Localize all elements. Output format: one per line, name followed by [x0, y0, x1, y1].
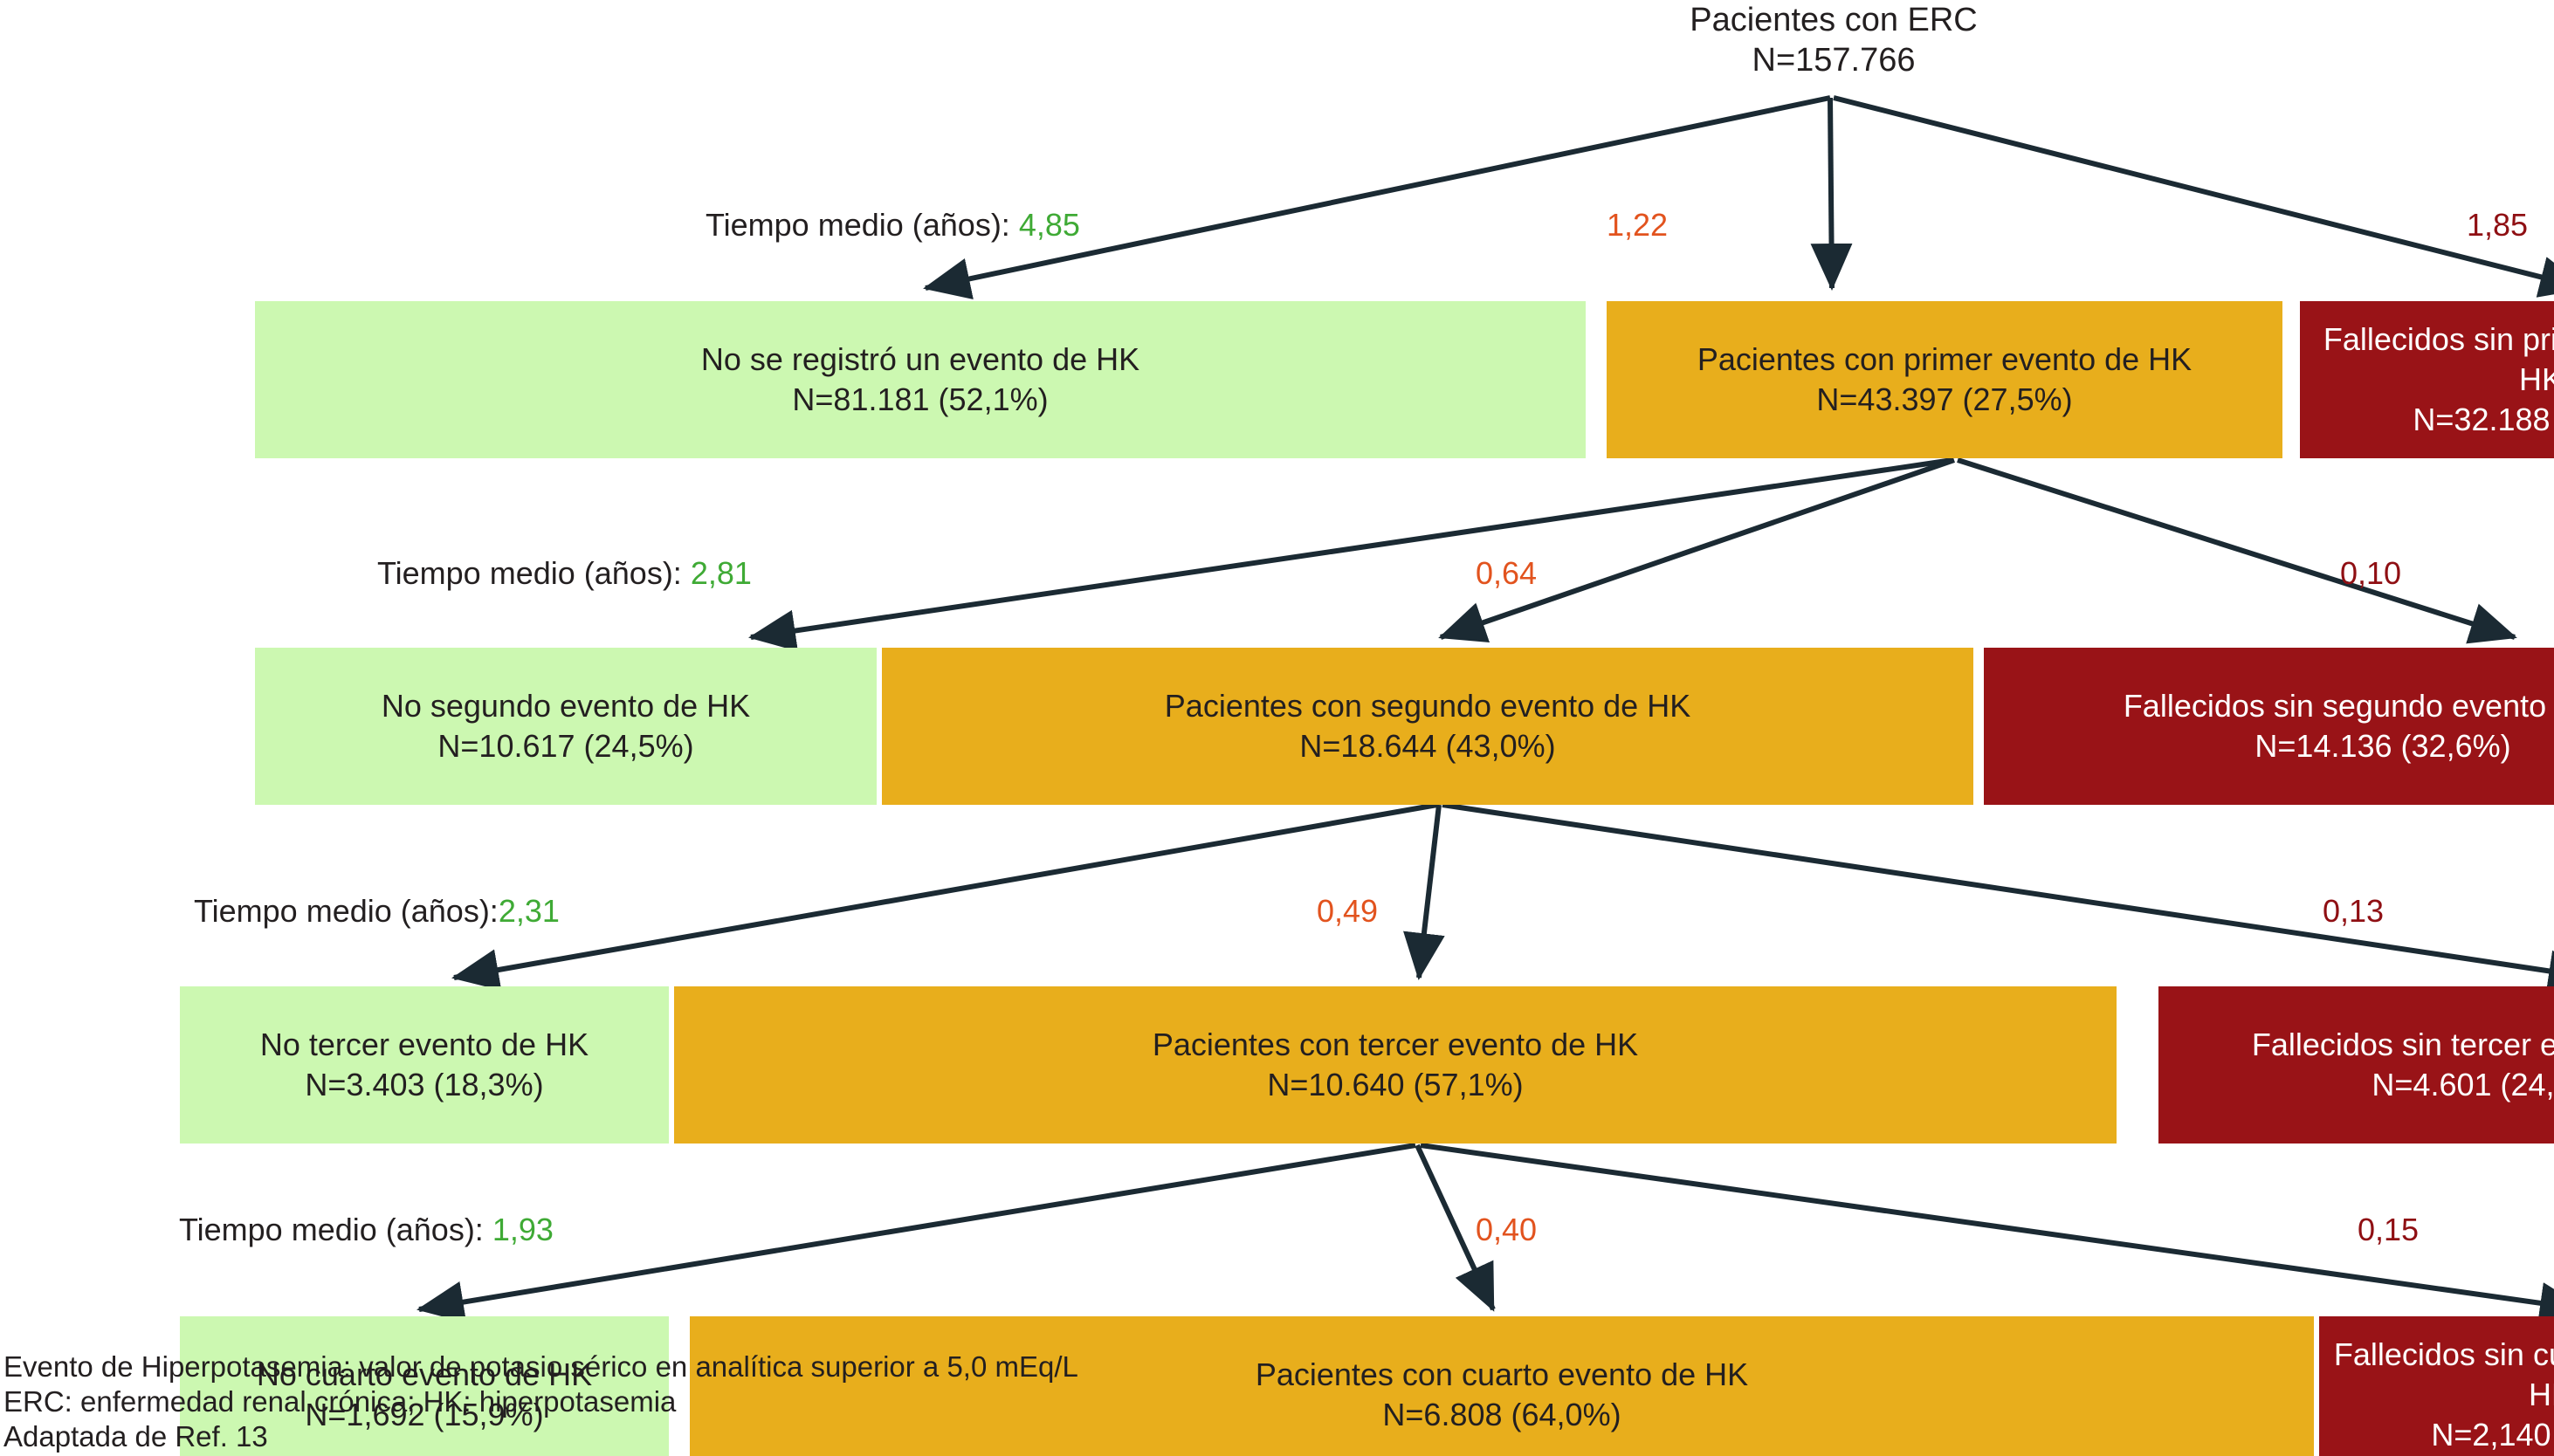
node-stat: N=2,140 (20,1%): [2431, 1417, 2554, 1453]
node-title: Pacientes con cuarto evento de HK: [1255, 1356, 1749, 1392]
edge-label-orange-level3: 0,49: [1317, 893, 1379, 929]
edge-label-prefix: Tiempo medio (años):: [377, 555, 691, 591]
edge-label-orange-level2: 0,64: [1476, 555, 1538, 591]
node-title: No cuarto evento de HK: [256, 1356, 593, 1392]
edge-label-red-level2: 0,10: [2340, 555, 2402, 591]
edge-label-value: 2,81: [690, 555, 752, 591]
node-title: No se registró un evento de HK: [700, 341, 1140, 377]
edge-label-time-level3: Tiempo medio (años):2,31: [194, 893, 560, 930]
node-level1-no-event[interactable]: No se registró un evento de HK N=81.181 …: [255, 301, 1586, 458]
edge-root-to-orange: [1810, 97, 1853, 291]
node-title: No segundo evento de HK: [381, 688, 751, 724]
node-level3-no-event[interactable]: No tercer evento de HK N=3.403 (18,3%): [180, 986, 669, 1144]
node-title: Fallecidos sin segundo evento de HK: [2123, 688, 2554, 724]
root-count-line: N=157.766: [1752, 42, 1916, 79]
edge-label-time-level1: Tiempo medio (años): 4,85: [706, 207, 1080, 244]
node-stat: N=43.397 (27,5%): [1816, 381, 2073, 417]
edge-l2-to-red3: [1442, 802, 2554, 992]
node-level2-deceased[interactable]: Fallecidos sin segundo evento de HK N=14…: [1984, 648, 2554, 805]
edge-label-orange-level1: 1,22: [1607, 207, 1669, 243]
edge-label-time-level2: Tiempo medio (años): 2,81: [377, 555, 752, 592]
edge-label-time-level4: Tiempo medio (años): 1,93: [179, 1212, 554, 1248]
root-title-line: Pacientes con ERC: [1690, 2, 1978, 38]
footnote-abbreviations: ERC: enfermedad renal crónica; HK: hiper…: [3, 1385, 677, 1418]
node-level1-first-event[interactable]: Pacientes con primer evento de HK N=43.3…: [1607, 301, 2282, 458]
node-stat: N=32.188 (20,4%): [2413, 402, 2554, 437]
root-node: Pacientes con ERC N=157.766: [1642, 0, 2026, 80]
node-title: Pacientes con primer evento de HK: [1697, 341, 2193, 377]
node-stat: N=3.403 (18,3%): [305, 1067, 544, 1102]
node-level4-no-event[interactable]: No cuarto evento de HK N=1,692 (15,9%): [180, 1316, 669, 1456]
edge-l3-to-green4: [416, 1143, 1416, 1323]
edge-l1-to-red2: [1957, 457, 2517, 644]
node-level2-second-event[interactable]: Pacientes con segundo evento de HK N=18.…: [882, 648, 1973, 805]
footnote-source: Adaptada de Ref. 13: [3, 1420, 268, 1453]
edge-label-value: 2,31: [498, 893, 560, 929]
node-title: Fallecidos sin primer evento de HK: [2323, 321, 2554, 397]
edge-label-prefix: Tiempo medio (años):: [179, 1212, 492, 1247]
node-stat: N=1,692 (15,9%): [305, 1397, 544, 1432]
node-stat: N=10.640 (57,1%): [1267, 1067, 1524, 1102]
edge-root-to-green: [923, 95, 1831, 299]
edge-l1-to-orange2: [1438, 457, 1955, 643]
node-level3-third-event[interactable]: Pacientes con tercer evento de HK N=10.6…: [674, 986, 2117, 1144]
edge-label-red-level1: 1,85: [2467, 207, 2529, 243]
edge-label-value: 1,93: [492, 1212, 554, 1247]
edge-label-prefix: Tiempo medio (años):: [706, 207, 1019, 243]
node-stat: N=81.181 (52,1%): [792, 381, 1049, 417]
edge-l1-to-green2: [748, 457, 1953, 652]
footnote-definition: Evento de Hiperpotasemia: valor de potas…: [3, 1350, 1078, 1383]
node-stat: N=18.644 (43,0%): [1299, 728, 1556, 764]
edge-label-red-level3: 0,13: [2323, 893, 2385, 929]
node-level4-fourth-event[interactable]: Pacientes con cuarto evento de HK N=6.80…: [690, 1316, 2314, 1456]
node-level4-deceased[interactable]: Fallecidos sin cuarto evento de HK N=2,1…: [2319, 1316, 2554, 1456]
edge-label-value: 4,85: [1018, 207, 1080, 243]
node-stat: N=10.617 (24,5%): [437, 728, 694, 764]
edge-l2-to-green3: [451, 802, 1438, 991]
node-level3-deceased[interactable]: Fallecidos sin tercer evento de HK N=4.6…: [2158, 986, 2554, 1144]
edge-label-prefix: Tiempo medio (años):: [194, 893, 499, 929]
node-title: Fallecidos sin tercer evento de HK: [2251, 1027, 2554, 1062]
node-level1-deceased[interactable]: Fallecidos sin primer evento de HK N=32.…: [2300, 301, 2554, 458]
edge-root-to-red: [1833, 95, 2554, 298]
footnotes: Evento de Hiperpotasemia: valor de potas…: [3, 1350, 1078, 1454]
node-stat: N=6.808 (64,0%): [1382, 1397, 1621, 1432]
edge-l2-to-orange3: [1403, 804, 1445, 980]
node-title: Fallecidos sin cuarto evento de HK: [2333, 1336, 2554, 1412]
edge-label-orange-level4: 0,40: [1476, 1212, 1538, 1247]
node-level2-no-event[interactable]: No segundo evento de HK N=10.617 (24,5%): [255, 648, 877, 805]
edge-label-red-level4: 0,15: [2358, 1212, 2420, 1247]
node-title: Pacientes con tercer evento de HK: [1152, 1027, 1639, 1062]
node-title: Pacientes con segundo evento de HK: [1164, 688, 1691, 724]
node-title: No tercer evento de HK: [259, 1027, 589, 1062]
node-stat: N=14.136 (32,6%): [2255, 728, 2511, 764]
node-stat: N=4.601 (24,7%): [2372, 1067, 2554, 1102]
